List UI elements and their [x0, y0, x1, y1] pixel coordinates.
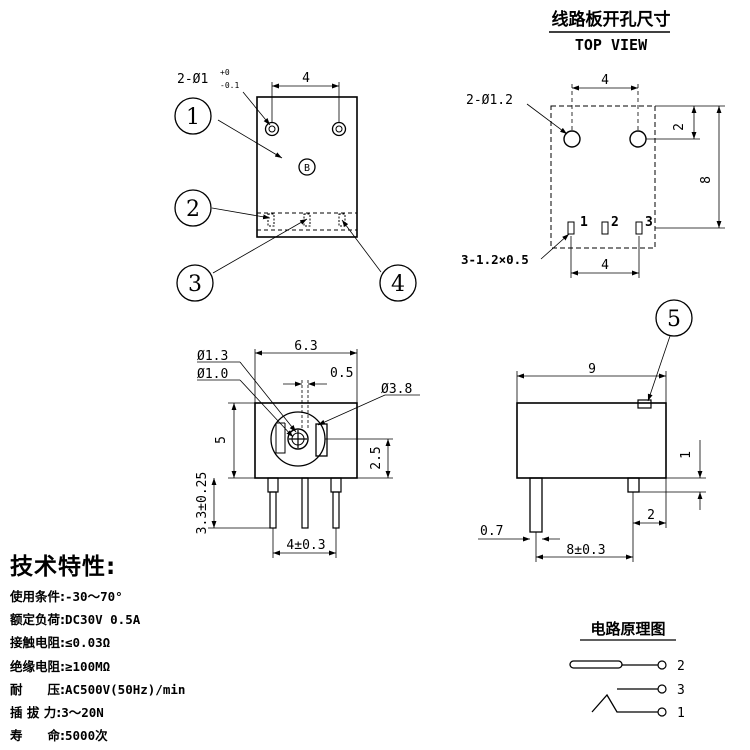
spec-value: -30～70° — [65, 589, 123, 604]
callout-2: 2 — [186, 197, 200, 222]
side-view-labels: 5 9 1 2 0.7 8±0.3 — [480, 307, 694, 558]
spec-value: DC30V 0.5A — [65, 612, 141, 628]
top-height-dim: 8 — [699, 176, 714, 184]
top-hole-spec: 2-Ø1.2 — [466, 93, 513, 108]
top-view — [526, 84, 725, 278]
spec-row-contact-resistance: 接触电阻:≤0.03Ω — [10, 631, 310, 654]
pin-number-1: 1 — [580, 215, 588, 230]
spec-key: 耐 压: — [10, 681, 65, 697]
top-view-labels: 2-Ø1.2 4 2 8 1 2 3 3-1.2×0.5 4 — [461, 73, 714, 273]
end-pin-length: 3.3±0.25 — [195, 472, 210, 535]
spec-key: 使用条件: — [10, 589, 65, 604]
spec-row-operating: 使用条件:-30～70° — [10, 585, 310, 608]
top-width-dim: 4 — [601, 73, 609, 88]
side-pin-offset: 2 — [647, 508, 655, 523]
schematic-pin-2: 2 — [677, 659, 685, 674]
side-pin-spacing: 8±0.3 — [566, 543, 605, 558]
side-length-dim: 9 — [588, 362, 596, 377]
end-d-body: Ø3.8 — [381, 382, 412, 397]
spec-value: 5000次 — [65, 728, 108, 744]
schematic: 电路原理图 2 3 1 — [569, 620, 685, 721]
end-d-inner: Ø1.0 — [197, 367, 228, 382]
end-d-outer: Ø1.3 — [197, 349, 228, 364]
pin-number-2: 2 — [611, 215, 619, 230]
callout-4: 4 — [391, 272, 405, 297]
schematic-pin-3: 3 — [677, 683, 685, 698]
spec-row-insulation-resistance: 绝缘电阻:≥100MΩ — [10, 655, 310, 678]
end-center-height: 2.5 — [369, 446, 384, 469]
front-view — [174, 82, 417, 302]
end-view — [197, 349, 420, 558]
end-height-dim: 5 — [214, 436, 229, 444]
spec-key: 绝缘电阻: — [10, 658, 65, 674]
side-pin-thickness: 0.7 — [480, 524, 503, 539]
schematic-title: 电路原理图 — [590, 620, 665, 638]
spec-row-insertion-force: 插 拔 力:3～20N — [10, 701, 310, 724]
spec-heading: 技术特性: — [10, 554, 117, 580]
callout-1: 1 — [186, 105, 200, 130]
hole-spec-prefix: 2-Ø1 — [177, 72, 208, 87]
top-offset-dim: 2 — [672, 123, 687, 131]
front-width-dim: 4 — [302, 71, 310, 86]
end-width-dim: 6.3 — [294, 339, 317, 354]
spec-key: 额定负荷: — [10, 612, 65, 628]
slot-spec: 3-1.2×0.5 — [461, 252, 529, 267]
callout-3: 3 — [188, 272, 202, 297]
top-bottom-dim: 4 — [601, 258, 609, 273]
spec-key: 寿 命: — [10, 728, 65, 744]
spec-row-rating: 额定负荷:DC30V 0.5A — [10, 608, 310, 631]
spec-row-life: 寿 命:5000次 — [10, 724, 310, 747]
side-pin-height: 1 — [679, 451, 694, 459]
front-view-labels: 2-Ø1 +0 -0.1 4 B 1 2 3 4 — [177, 68, 405, 297]
hole-tol-upper: +0 — [220, 68, 230, 77]
title-top-view: TOP VIEW — [575, 36, 648, 54]
spec-key: 接触电阻: — [10, 635, 65, 651]
specifications: 技术特性: 使用条件:-30～70° 额定负荷:DC30V 0.5A 接触电阻:… — [10, 547, 310, 747]
end-view-labels: 6.3 Ø1.3 Ø1.0 0.5 Ø3.8 5 2.5 3.3±0.25 4±… — [195, 339, 412, 553]
spec-value: AC500V(50Hz)/min — [65, 681, 186, 697]
header: 线路板开孔尺寸 TOP VIEW — [549, 9, 671, 54]
schematic-pin-1: 1 — [677, 706, 685, 721]
end-pin-spacing: 4±0.3 — [286, 538, 325, 553]
title-cn: 线路板开孔尺寸 — [552, 9, 671, 30]
end-pin-width: 0.5 — [330, 366, 353, 381]
spec-key: 插 拔 力: — [10, 704, 62, 720]
spec-value: 3～20N — [61, 704, 104, 720]
hole-tol-lower: -0.1 — [220, 81, 239, 90]
spec-value: ≤0.03Ω — [65, 635, 111, 651]
pin-number-3: 3 — [645, 215, 653, 230]
spec-value: ≥100MΩ — [65, 658, 111, 674]
front-center-mark: B — [304, 163, 310, 174]
callout-5: 5 — [667, 307, 681, 332]
spec-row-withstand-voltage: 耐 压:AC500V(50Hz)/min — [10, 678, 310, 701]
side-view — [478, 299, 706, 562]
